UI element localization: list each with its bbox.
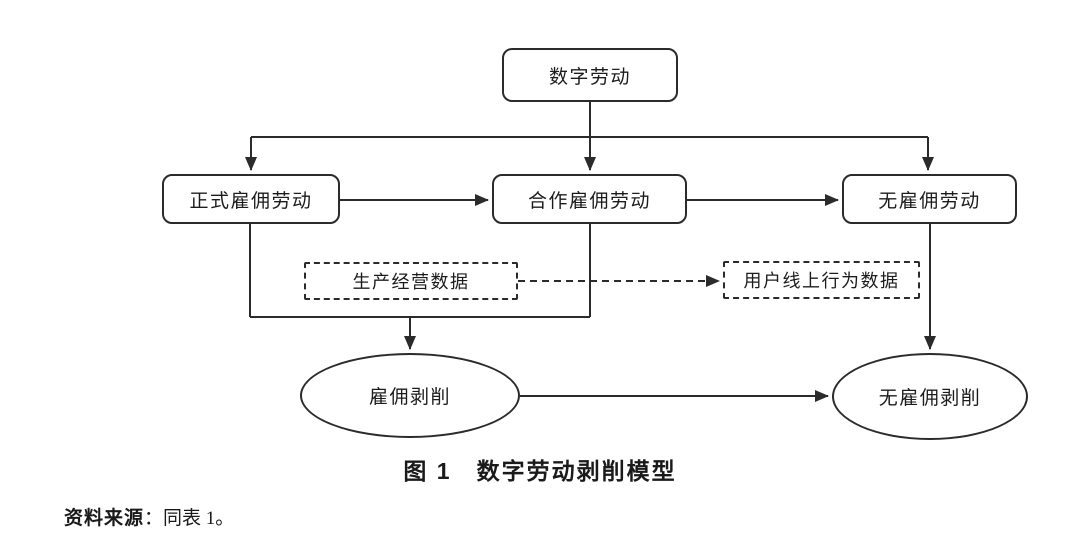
node-digital-labor: 数字劳动 bbox=[502, 48, 678, 102]
node-user-online-behavior-data: 用户线上行为数据 bbox=[723, 261, 920, 299]
source-note: 资料来源：同表 1。 bbox=[64, 503, 234, 530]
figure-caption: 图 1 数字劳动剥削模型 bbox=[403, 458, 677, 484]
node-employment-exploitation: 雇佣剥削 bbox=[300, 353, 520, 438]
node-non-employment-exploitation: 无雇佣剥削 bbox=[832, 353, 1028, 440]
node-cooperative-employment-labor: 合作雇佣劳动 bbox=[492, 174, 687, 224]
source-note-text: ：同表 1。 bbox=[144, 508, 235, 529]
node-production-operation-data: 生产经营数据 bbox=[304, 262, 518, 300]
source-note-label: 资料来源 bbox=[64, 508, 145, 529]
node-non-employment-labor: 无雇佣劳动 bbox=[842, 174, 1017, 224]
node-formal-employment-labor: 正式雇佣劳动 bbox=[162, 174, 340, 224]
